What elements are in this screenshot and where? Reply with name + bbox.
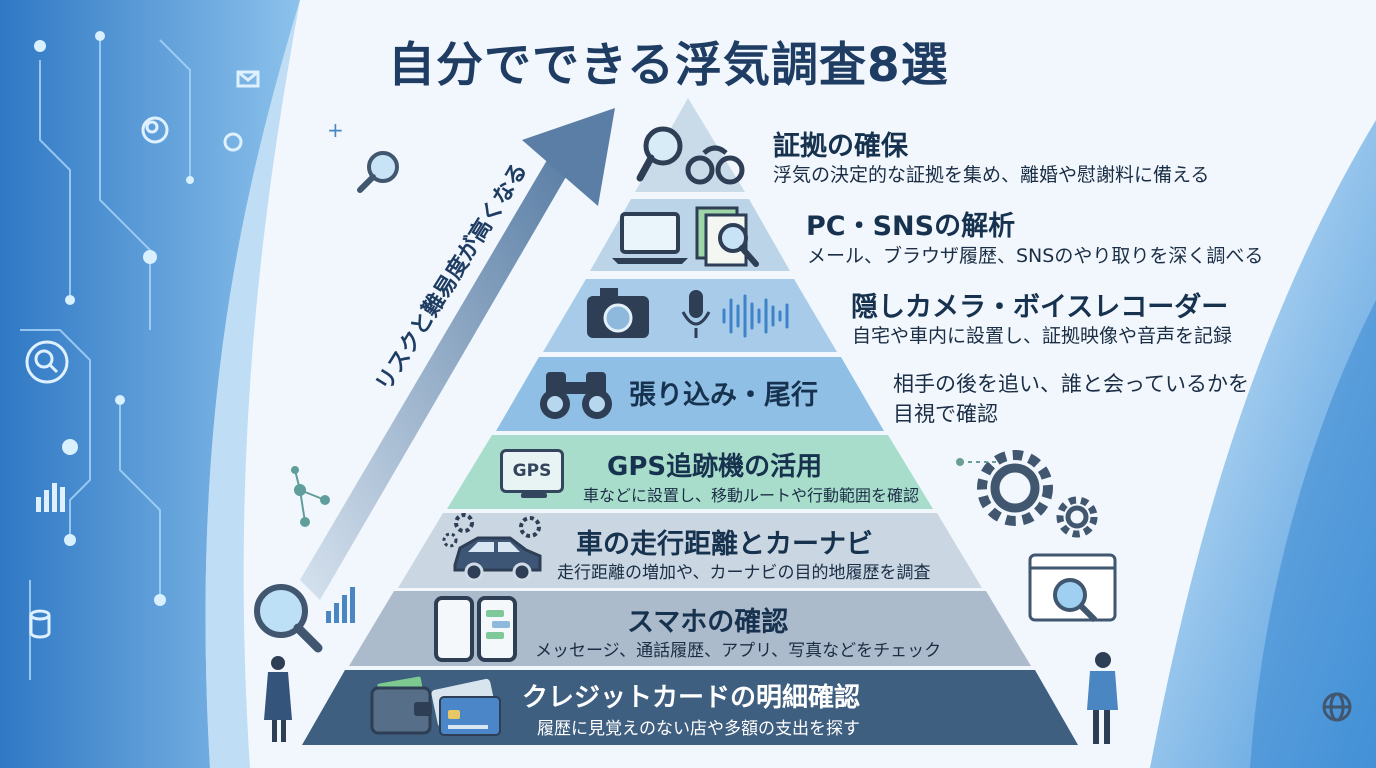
car-icon <box>453 536 542 582</box>
level-6-title: 車の走行距離とカーナビ <box>576 529 873 560</box>
handcuffs-icon <box>685 145 745 185</box>
level-8-title: クレジットカードの明細確認 <box>522 683 861 713</box>
binoculars-icon <box>540 372 612 419</box>
level-1-title: 証拠の確保 <box>773 131 908 162</box>
network-nodes-icon <box>291 466 330 527</box>
level-3-desc: 自宅や車内に設置し、証拠映像や音声を記録 <box>852 325 1233 347</box>
bar-chart-icon <box>36 483 65 512</box>
level-4-desc-line-1: 相手の後を追い、誰と会っているかを <box>893 372 1249 396</box>
sound-wave-icon <box>722 294 789 338</box>
level-2-title: PC・SNSの解析 <box>806 211 1016 242</box>
level-5-title: GPS追跡機の活用 <box>607 452 823 482</box>
globe-icon <box>1322 692 1352 722</box>
laptop-icon <box>612 212 688 264</box>
person-left-icon <box>264 656 292 742</box>
tier-6 <box>398 513 982 588</box>
level-7-desc: メッセージ、通話履歴、アプリ、写真などをチェック <box>535 641 942 661</box>
right-gears-icon <box>977 450 1098 538</box>
left-tech-panel <box>0 0 300 768</box>
search-icon <box>141 116 169 144</box>
gears-icon <box>442 513 541 548</box>
credit-card-icon <box>431 678 501 736</box>
level-3-title: 隠しカメラ・ボイスレコーダー <box>851 292 1229 323</box>
level-4-desc-line-2: 目視で確認 <box>893 402 998 426</box>
level-7-title: スマホの確認 <box>627 607 789 638</box>
tier-5 <box>447 435 933 509</box>
mail-icon <box>236 70 260 88</box>
risk-arrow <box>300 108 615 600</box>
large-magnifier-icon <box>254 584 323 653</box>
gear-icon <box>223 132 243 152</box>
smartphone-icon <box>434 596 474 662</box>
chat-phone-icon <box>477 596 517 662</box>
tier-7 <box>349 591 1031 666</box>
bar-chart-small-icon <box>326 587 355 623</box>
camera-icon <box>587 288 649 338</box>
wallet-icon <box>370 676 432 735</box>
browser-search-icon <box>1028 553 1117 623</box>
level-4-title: 張り込み・尾行 <box>629 380 818 411</box>
microphone-icon <box>681 290 711 338</box>
level-1-desc: 浮気の決定的な証拠を集め、離婚や慰謝料に備える <box>773 164 1210 186</box>
level-5-desc: 車などに設置し、移動ルートや行動範囲を確認 <box>583 486 920 505</box>
level-8-desc: 履歴に見覚えのない店や多額の支出を探す <box>537 719 860 739</box>
svg-text:+: + <box>327 118 344 142</box>
level-2-desc: メール、ブラウザ履歴、SNSのやり取りを深く調べる <box>807 245 1264 267</box>
document-magnifier-icon <box>695 206 759 267</box>
level-6-desc: 走行距離の増加や、カーナビの目的地履歴を調査 <box>557 563 931 583</box>
gps-device-icon: GPS <box>500 449 564 498</box>
magnifier-icon <box>636 126 683 182</box>
top-magnifier-icon <box>357 151 399 193</box>
circuit-lines <box>20 39 191 680</box>
search-circle-icon <box>25 340 69 384</box>
person-right-icon <box>1087 652 1118 744</box>
page-title: 自分でできる浮気調査8選 <box>388 38 949 93</box>
